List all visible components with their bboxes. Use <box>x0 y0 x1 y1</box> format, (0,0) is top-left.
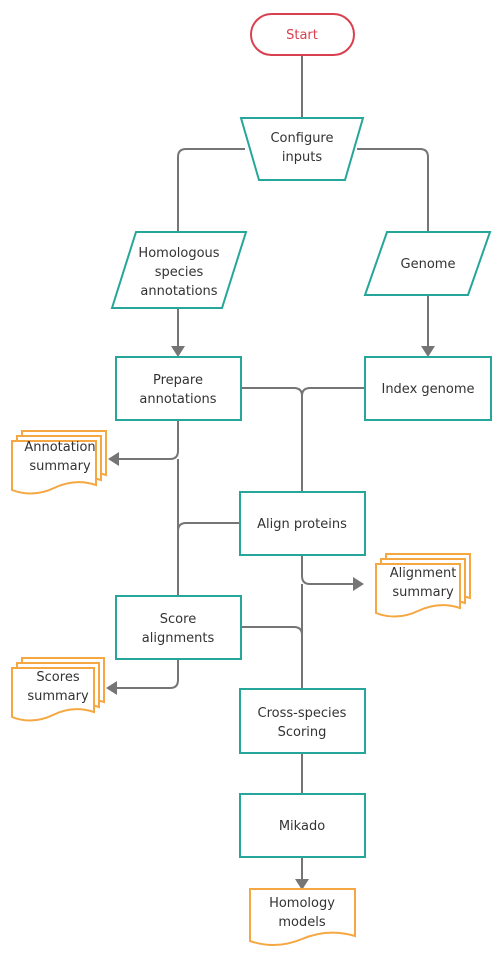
connector-score-to-trunk <box>241 626 303 636</box>
homology-models-label-line2: models <box>278 915 325 930</box>
configure-inputs-node: Configure inputs <box>239 117 365 181</box>
genome-node: Genome <box>363 231 492 296</box>
score-alignments-shape <box>115 595 242 660</box>
cross-species-scoring-node: Cross-species Scoring <box>239 688 366 754</box>
arrowhead-homology-models <box>295 879 309 890</box>
connector-score-to-scores-summary <box>116 659 179 689</box>
homologous-annotations-shape <box>110 231 248 309</box>
scores-summary-label-line2: summary <box>27 689 89 704</box>
score-alignments-label-line2: alignments <box>142 631 215 646</box>
start-node: Start <box>250 13 355 56</box>
annotation-summary-label-line1: Annotation <box>24 440 95 455</box>
connector-configure-to-genome <box>357 148 429 232</box>
homology-models-label-line1: Homology <box>269 896 335 911</box>
mikado-shape <box>239 793 366 858</box>
homologous-annotations-label-line3: annotations <box>140 284 217 299</box>
connectors <box>106 55 435 890</box>
annotation-summary-node: Annotation summary <box>11 430 107 495</box>
mikado-node: Mikado <box>239 793 366 858</box>
homologous-annotations-label-line2: species <box>155 265 204 280</box>
prepare-annotations-label-line2: annotations <box>139 392 216 407</box>
mikado-label: Mikado <box>279 819 325 834</box>
homology-models-doc <box>249 888 356 946</box>
configure-inputs-shape <box>239 117 365 181</box>
scores-summary-label-line1: Scores <box>36 670 79 685</box>
cross-species-scoring-label-line2: Scoring <box>278 725 327 740</box>
homologous-annotations-node: Homologous species annotations <box>110 231 248 309</box>
homology-models-node: Homology models <box>249 888 356 946</box>
connector-configure-to-homologous <box>177 148 245 232</box>
connector-prepare-to-trunk <box>241 387 303 492</box>
connector-index-to-trunk <box>301 387 365 397</box>
arrowhead-index-in <box>421 346 435 357</box>
configure-inputs-label-line1: Configure <box>270 131 333 146</box>
align-proteins-node: Align proteins <box>239 491 366 556</box>
prepare-annotations-label-line1: Prepare <box>153 373 203 388</box>
start-terminator-shape <box>250 13 355 56</box>
score-alignments-node: Score alignments <box>115 595 242 660</box>
index-genome-shape <box>364 356 492 421</box>
configure-inputs-label-line2: inputs <box>282 150 322 165</box>
prepare-annotations-shape <box>115 356 242 421</box>
homologous-annotations-label-line1: Homologous <box>138 246 219 261</box>
cross-species-scoring-shape <box>239 688 366 754</box>
arrowhead-scores-summary <box>106 681 117 695</box>
connector-align-to-left-trunk <box>177 522 240 532</box>
align-proteins-label: Align proteins <box>257 517 347 532</box>
prepare-annotations-node: Prepare annotations <box>115 356 242 421</box>
cross-species-scoring-label-line1: Cross-species <box>258 706 347 721</box>
alignment-summary-doc-front <box>375 563 461 618</box>
alignment-summary-label-line1: Alignment <box>390 566 457 581</box>
connector-align-to-alignment-summary <box>301 555 354 585</box>
align-proteins-shape <box>239 491 366 556</box>
scores-summary-doc-front <box>11 667 95 722</box>
alignment-summary-label-line2: summary <box>392 585 454 600</box>
annotation-summary-doc-front <box>11 440 97 495</box>
genome-label: Genome <box>401 257 456 272</box>
arrowhead-prepare-in <box>171 346 185 357</box>
score-alignments-label-line1: Score <box>160 612 196 627</box>
annotation-summary-label-line2: summary <box>29 459 91 474</box>
arrowhead-alignment-summary <box>353 577 364 591</box>
index-genome-label: Index genome <box>381 382 474 397</box>
index-genome-node: Index genome <box>364 356 492 421</box>
scores-summary-node: Scores summary <box>11 657 105 722</box>
start-label: Start <box>286 28 318 43</box>
genome-shape <box>363 231 492 296</box>
arrowhead-annotation-summary <box>108 452 119 466</box>
alignment-summary-node: Alignment summary <box>375 553 471 618</box>
connector-prepare-to-annotation-summary <box>118 420 179 460</box>
